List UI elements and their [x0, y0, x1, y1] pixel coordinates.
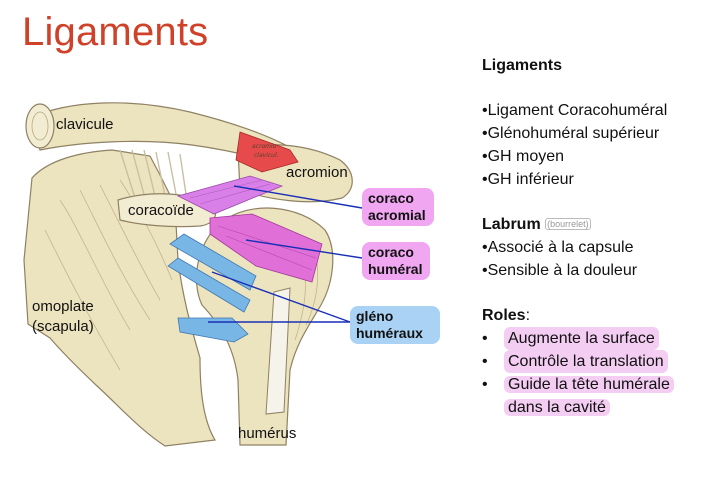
coraco-humeral-tag-bg [362, 242, 430, 280]
biceps-tendon [265, 287, 291, 415]
role-text: Augmente la surface [504, 327, 659, 350]
leader-lines [208, 185, 363, 323]
ligament-item: •Ligament Coracohuméral [482, 102, 668, 119]
roles-heading-row: Roles: [482, 304, 707, 327]
shoulder-ligament-illustration: acromio clavicul. coraco acromial coraco… [23, 102, 440, 447]
gleno-humeraux-tag-bg [350, 306, 440, 344]
gleno-humeraux-label-2: huméraux [356, 325, 423, 341]
humerus-label: humérus [238, 425, 296, 442]
svg-text:clavicul.: clavicul. [254, 152, 279, 159]
coraco-humeral-label-1: coraco [368, 244, 414, 260]
ligament-item: •Glénohuméral supérieur [482, 125, 660, 142]
page-title: Ligaments [22, 10, 209, 54]
clavicle-end [25, 103, 55, 149]
coraco-acromial-label-1: coraco [368, 190, 414, 206]
role-text: Guide la tête humérale dans la cavité [504, 376, 674, 416]
role-item: • Contrôle la translation [482, 350, 707, 373]
omoplate-label: omoplate [32, 298, 94, 315]
middle-glenohumeral-ligament [167, 257, 251, 313]
bullet: • [482, 376, 488, 393]
coraco-humeral-label-2: huméral [368, 261, 422, 277]
svg-text:acromio: acromio [252, 143, 277, 150]
clavicule-label: clavicule [56, 116, 114, 133]
coracoacromial-ligament [176, 175, 284, 215]
bullet: • [482, 353, 488, 370]
gleno-humeraux-label-1: gléno [356, 308, 393, 324]
ligaments-heading: Ligaments [482, 57, 563, 74]
labrum-item: •Sensible à la douleur [482, 262, 638, 279]
coraco-acromial-label-2: acromial [368, 207, 426, 223]
acromion-label: acromion [286, 164, 348, 181]
ligament-item: •GH moyen [482, 148, 565, 165]
labrum-item: •Associé à la capsule [482, 239, 634, 256]
coraco-acromial-tag-bg [362, 188, 434, 226]
role-item: • Guide la tête humérale dans la cavité [482, 373, 707, 419]
roles-heading: Roles [482, 307, 526, 324]
scapula-label: (scapula) [32, 318, 94, 335]
role-text: Contrôle la translation [504, 350, 668, 373]
labrum-heading: Labrum [482, 216, 541, 233]
labrum-badge: (bourrelet) [545, 218, 591, 230]
coracohumeral-ligament [209, 213, 323, 283]
info-panel: Ligaments •Ligament Coracohuméral •Gléno… [482, 54, 707, 419]
bullet: • [482, 330, 488, 347]
role-item: • Augmente la surface [482, 327, 707, 350]
inferior-glenohumeral-ligament [177, 317, 249, 343]
ligament-item: •GH inférieur [482, 171, 574, 188]
roles-colon: : [525, 307, 531, 324]
coracoide-label: coracoïde [128, 202, 194, 219]
acromioclavicular-ligament [235, 131, 299, 173]
labrum-heading-row: Labrum (bourrelet) [482, 213, 707, 236]
superior-glenohumeral-ligament [169, 233, 257, 291]
